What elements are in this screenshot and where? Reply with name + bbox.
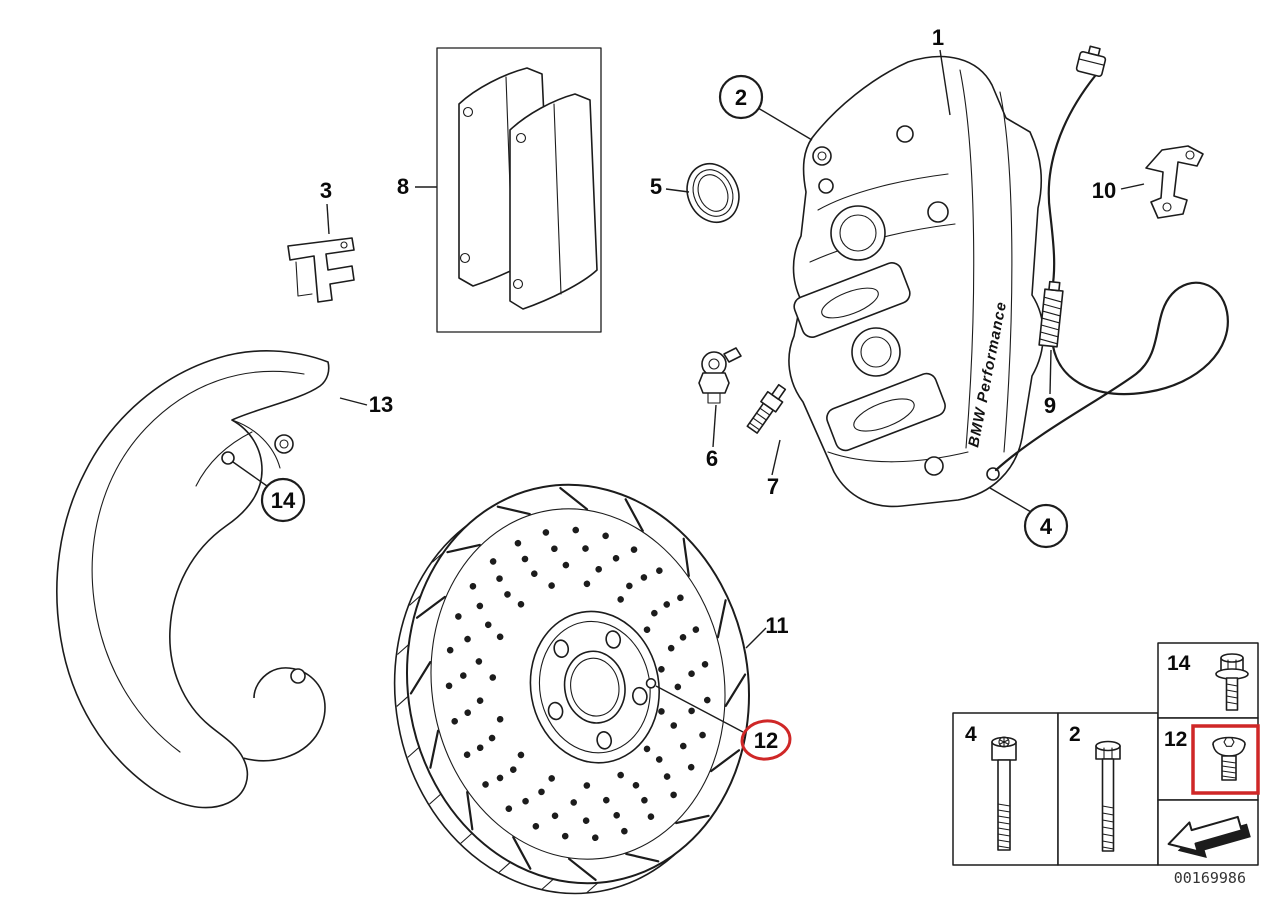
- callout-8: 8: [397, 174, 409, 199]
- sensor-bracket: [1145, 145, 1204, 219]
- brake-disc: [393, 483, 750, 895]
- callout-2: 2: [735, 85, 747, 110]
- callout-1: 1: [932, 25, 944, 50]
- sensor-screw: [698, 347, 742, 404]
- highlight-circle-12: [740, 719, 792, 761]
- callout-circle-2: [718, 74, 764, 120]
- callout-line-12: [655, 685, 744, 733]
- legend-box-12: [1157, 717, 1259, 801]
- callout-line-2: [757, 107, 813, 141]
- caliper-piston-bore: [830, 205, 886, 261]
- callout-line-1: [939, 49, 951, 116]
- brake-pad-front: [509, 93, 598, 310]
- callout-13: 13: [369, 392, 393, 417]
- legend-label-4: 4: [965, 723, 977, 746]
- sensor-plug: [1038, 280, 1064, 348]
- callout-circle-14: [260, 477, 306, 523]
- direction-arrow-icon: [1167, 815, 1251, 858]
- callout-6: 6: [706, 446, 718, 471]
- legend-label-14: 14: [1167, 652, 1191, 675]
- flat-bolt-icon: [1212, 736, 1246, 781]
- catalog-part-number: 00169986: [1174, 869, 1246, 887]
- brake-caliper: BMW Performance: [788, 55, 1045, 508]
- callout-9: 9: [1044, 393, 1056, 418]
- guide-seal: [686, 162, 740, 224]
- callout-line-13: [339, 397, 368, 406]
- disc-set-screw-hole: [645, 678, 657, 689]
- callout-line-6: [712, 404, 717, 448]
- callout-11: 11: [765, 613, 788, 638]
- callout-circle-4: [1023, 503, 1069, 549]
- callout-line-4: [989, 487, 1032, 513]
- disc-edge-hatch: [396, 551, 599, 894]
- callout-labels: 1 2 3 4 5 6 7 8 9 10 11 12 13 14: [260, 25, 1116, 761]
- legend: 14 4 2 12: [952, 642, 1260, 866]
- callout-line-14: [232, 461, 268, 487]
- disc-drill-holes: [445, 526, 711, 842]
- sensor-connector: [1075, 45, 1107, 78]
- caliper-pad-window-lower: [826, 372, 946, 452]
- callout-lines: [232, 49, 1145, 733]
- callout-line-3: [326, 203, 330, 235]
- callout-4: 4: [1040, 514, 1053, 539]
- disc-center-bore: [563, 650, 626, 724]
- retaining-clip: [287, 237, 355, 303]
- callout-line-9: [1049, 349, 1052, 395]
- callout-10: 10: [1092, 178, 1116, 203]
- flange-bolt-icon: [1215, 653, 1249, 711]
- callout-7: 7: [767, 474, 779, 499]
- callout-14: 14: [271, 488, 296, 513]
- callout-line-11: [745, 627, 767, 649]
- highlight-box-12: [1191, 724, 1260, 795]
- bleeder-valve: [746, 383, 787, 434]
- callout-3: 3: [320, 178, 332, 203]
- dust-shield: [56, 350, 330, 809]
- callout-line-5: [665, 188, 690, 193]
- callout-5: 5: [650, 174, 662, 199]
- wear-sensor-cable: [994, 74, 1229, 472]
- legend-label-2: 2: [1069, 723, 1081, 746]
- caliper-pad-window-upper: [793, 262, 911, 338]
- legend-label-12: 12: [1164, 728, 1187, 751]
- hex-bolt-icon: [1095, 740, 1121, 852]
- disc-rim-slots: [409, 486, 747, 882]
- callout-12: 12: [754, 728, 778, 753]
- callout-line-7: [771, 439, 781, 476]
- callout-line-10: [1120, 183, 1145, 190]
- brake-pads-group: [436, 47, 602, 333]
- socket-bolt-icon: [991, 736, 1017, 851]
